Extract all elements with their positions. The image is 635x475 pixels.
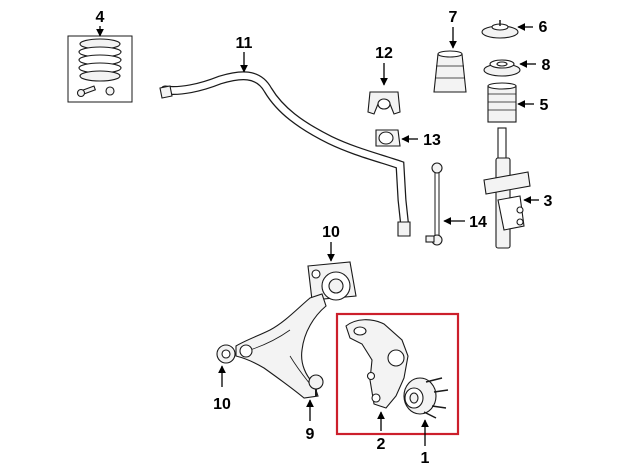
strut-mount-part[interactable]	[481, 20, 519, 39]
coil-spring	[78, 38, 122, 82]
callout-10-upper: 10	[322, 224, 340, 241]
callout-1: 1	[421, 450, 430, 467]
callout-10-lower: 10	[213, 396, 231, 413]
highlight-box	[335, 312, 460, 436]
stabilizer-bushing-part[interactable]	[375, 129, 401, 147]
lower-control-arm-part[interactable]	[235, 293, 327, 399]
callout-6: 6	[539, 19, 548, 36]
callout-8: 8	[542, 57, 551, 74]
stabilizer-bracket-part[interactable]	[367, 91, 401, 115]
callout-11: 11	[236, 35, 253, 52]
strut-assembly-part[interactable]	[483, 127, 531, 249]
spring-seat-part[interactable]	[483, 59, 521, 77]
callout-2: 2	[377, 436, 386, 453]
strut-boot-part[interactable]	[487, 82, 517, 123]
spring-bolt	[76, 85, 115, 98]
lower-arm-bushing-front-part[interactable]	[216, 344, 236, 364]
callout-5: 5	[540, 97, 549, 114]
callout-7: 7	[449, 9, 458, 26]
wheel-hub-part[interactable]	[403, 377, 449, 419]
callout-3: 3	[544, 193, 553, 210]
callout-13: 13	[423, 132, 441, 149]
stabilizer-bar-end-left	[159, 85, 173, 99]
coil-spring-part[interactable]	[67, 35, 133, 103]
callout-9: 9	[306, 426, 315, 443]
bump-stop-part[interactable]	[433, 50, 467, 93]
callout-12: 12	[375, 45, 393, 62]
steering-knuckle-part[interactable]	[345, 319, 409, 409]
lower-arm-bushing-rear-part[interactable]	[307, 261, 357, 301]
callout-4: 4	[96, 9, 105, 26]
stabilizer-link-part[interactable]	[425, 162, 443, 246]
callout-14: 14	[469, 214, 487, 231]
stabilizer-bar	[161, 72, 409, 232]
stabilizer-bar-end-right	[397, 221, 411, 237]
stabilizer-bar-part[interactable]	[159, 71, 411, 237]
